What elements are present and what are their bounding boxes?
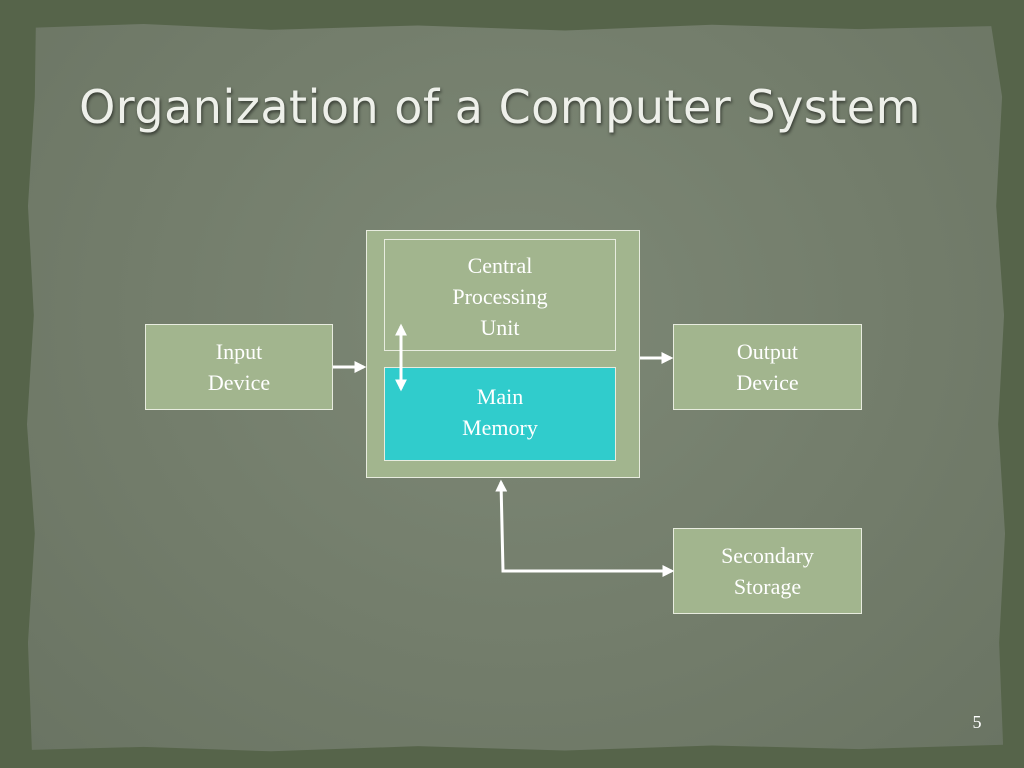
main-memory-box: Main Memory — [384, 367, 616, 461]
cpu-box: Central Processing Unit — [384, 239, 616, 351]
secondary-storage-label: Secondary Storage — [721, 543, 814, 599]
page-number: 5 — [972, 712, 982, 732]
main-memory-label: Main Memory — [462, 384, 538, 440]
cpu-label: Central Processing Unit — [452, 253, 548, 340]
input-device-label: Input Device — [207, 339, 271, 395]
secondary-storage-box: Secondary Storage — [673, 528, 862, 614]
input-device-box: Input Device — [145, 324, 333, 410]
output-device-box: Output Device — [673, 324, 862, 410]
output-device-label: Output Device — [736, 339, 799, 395]
slide-title: Organization of a Computer System — [79, 80, 921, 134]
